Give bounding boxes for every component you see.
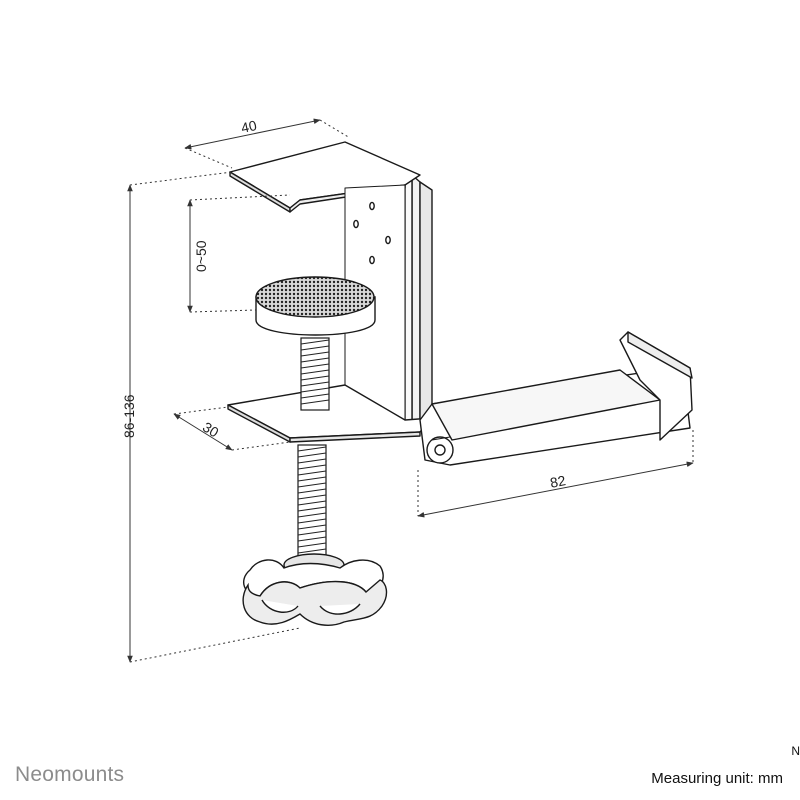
clamp-screw (297, 337, 330, 561)
dim-label-height: 86-136 (121, 394, 137, 438)
corner-mark: N (791, 744, 800, 758)
headphone-hook (419, 331, 693, 466)
pressure-pad (255, 276, 376, 336)
dimension-lines (127, 118, 694, 663)
dim-label-width: 40 (240, 117, 259, 136)
hand-knob (242, 553, 388, 626)
dim-label-hook-length: 82 (549, 472, 568, 491)
dim-label-opening: 0~50 (193, 240, 209, 272)
brand-logo-text: Neomounts (15, 763, 125, 786)
measuring-unit-note: Measuring unit: mm (651, 770, 783, 787)
dim-label-depth: 30 (200, 419, 222, 441)
